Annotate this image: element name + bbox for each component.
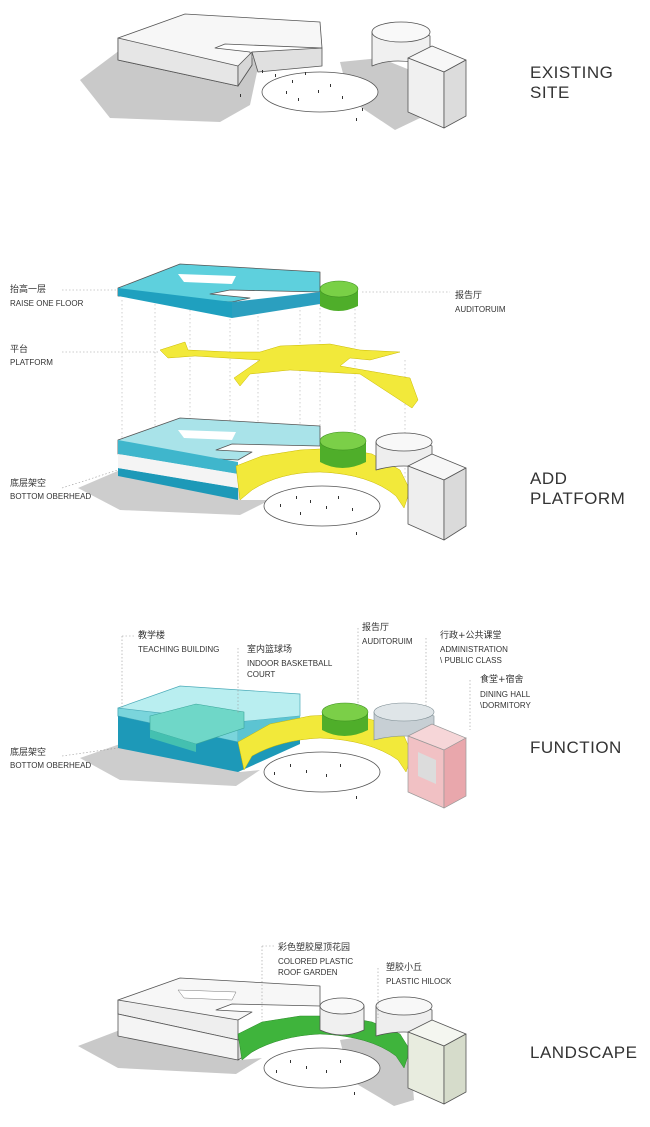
label-en: \DORMITORY (480, 701, 531, 710)
stage-title-line: LANDSCAPE (530, 1043, 637, 1062)
label-en: \ PUBLIC CLASS (440, 656, 502, 665)
label-en: ADMINISTRATION (440, 645, 508, 654)
label-cn: 底层架空 (10, 477, 46, 489)
platform-slab (159, 341, 419, 409)
label-cn: 教学楼 (138, 629, 165, 641)
label-en: BOTTOM OBERHEAD (10, 492, 91, 501)
stage-title-line: SITE (530, 83, 570, 102)
label-cn: 抬高一层 (10, 283, 46, 295)
label-cn: 报告厅 (455, 289, 482, 301)
label-en: RAISE ONE FLOOR (10, 299, 84, 308)
stage-existing-site (80, 13, 467, 130)
label-en: COLORED PLASTIC (278, 957, 353, 966)
stage-title-line: EXISTING (530, 63, 613, 82)
label-cn: 平台 (10, 343, 28, 355)
teaching-building-transparent (117, 685, 301, 772)
people-figures (240, 70, 363, 121)
label-en: PLATFORM (10, 358, 53, 367)
label-en: COURT (247, 670, 275, 679)
lower-building-with-platform (78, 417, 467, 541)
label-cn: 食堂+宿舍 (480, 673, 524, 685)
label-en: AUDITORUIM (362, 637, 413, 646)
label-en: DINING HALL (480, 690, 531, 699)
stage-landscape (78, 945, 467, 1106)
building-shadow (340, 58, 420, 130)
raise-one-floor-slab (117, 263, 321, 318)
teaching-building (117, 977, 321, 1061)
label-en: INDOOR BASKETBALL (247, 659, 333, 668)
label-cn: 塑胶小丘 (386, 961, 422, 973)
label-en: AUDITORUIM (455, 305, 506, 314)
teaching-building (117, 13, 323, 87)
auditorium-volume (319, 280, 359, 311)
label-en: ROOF GARDEN (278, 968, 338, 977)
label-cn: 报告厅 (362, 621, 389, 633)
dormitory-block (407, 45, 467, 129)
stage-title-line: ADD (530, 469, 567, 488)
label-cn: 室内篮球场 (247, 643, 292, 655)
label-cn: 底层架空 (10, 746, 46, 758)
stage-add-platform (61, 263, 467, 541)
label-en: PLASTIC HILOCK (386, 977, 452, 986)
label-cn: 行政+公共课堂 (440, 629, 502, 641)
stage-function (61, 628, 471, 809)
label-en: BOTTOM OBERHEAD (10, 761, 91, 770)
stage-title-line: FUNCTION (530, 738, 622, 757)
roof-garden-deck (237, 1015, 411, 1069)
label-en: TEACHING BUILDING (138, 645, 219, 654)
stage-title-line: PLATFORM (530, 489, 625, 508)
oval-sports-field (261, 71, 379, 113)
label-cn: 彩色塑胶屋顶花园 (278, 941, 350, 953)
platform-deck (235, 447, 411, 509)
